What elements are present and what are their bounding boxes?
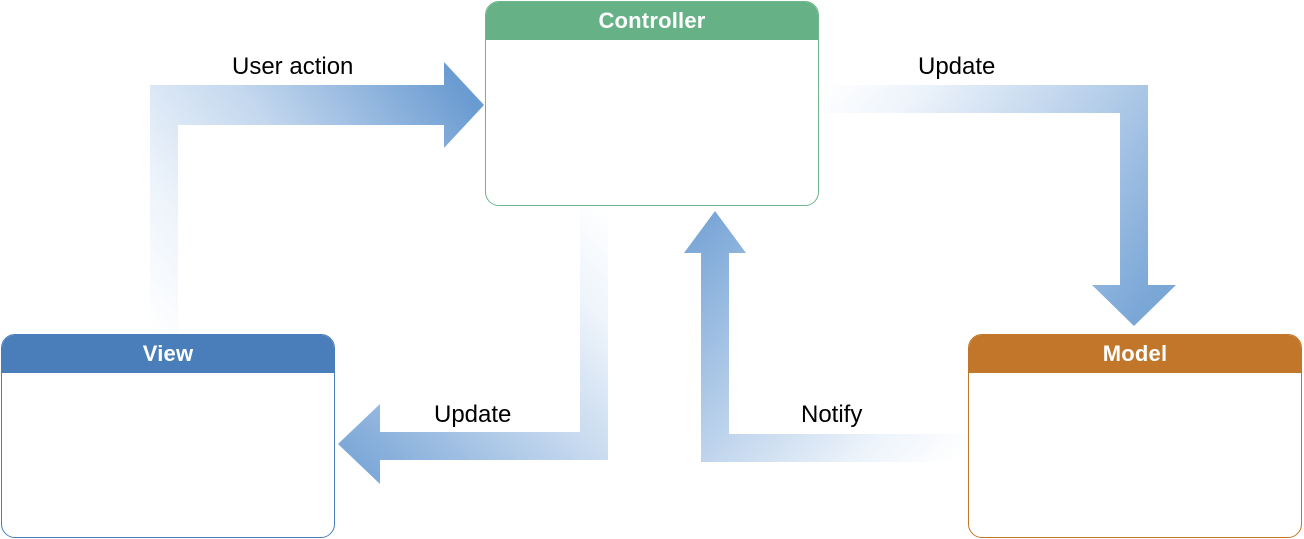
node-model[interactable]: Model [968, 334, 1302, 538]
arrow-label-notify: Notify [801, 401, 863, 428]
arrow-user-action [150, 62, 484, 372]
node-model-title: Model [969, 335, 1301, 373]
arrow-update-model [819, 85, 1176, 326]
node-controller-title: Controller [486, 2, 818, 40]
arrow-label-update-model: Update [918, 53, 996, 80]
node-view[interactable]: View [1, 334, 335, 538]
node-view-title: View [2, 335, 334, 373]
arrow-label-update-view: Update [434, 401, 512, 428]
arrow-update-view [338, 206, 608, 484]
node-controller[interactable]: Controller [485, 1, 819, 206]
arrow-label-user-action: User action [232, 53, 354, 80]
